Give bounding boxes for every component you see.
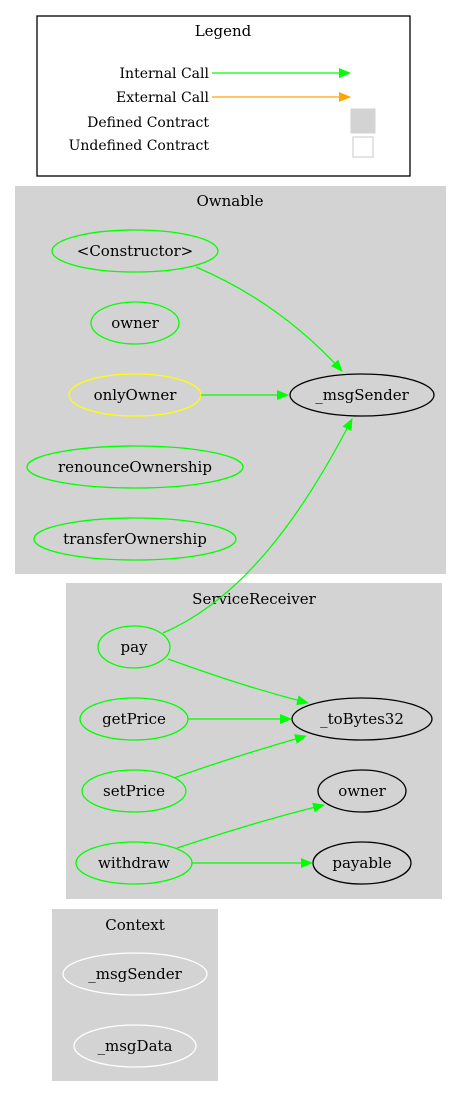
legend-internal-call-label: Internal Call [120,66,210,82]
cluster-ownable-title: Ownable [196,192,263,210]
node-service-receiver-withdraw-label: withdraw [98,854,170,872]
node-service-receiver-get-price-label: getPrice [102,710,166,728]
node-ownable-msg-sender-label: _msgSender [315,386,409,404]
cluster-context-title: Context [105,916,165,934]
cluster-service-receiver-box [66,583,442,899]
edge-set-price-to-to-bytes32 [173,734,307,779]
legend: Legend Internal Call External Call Defin… [36,15,411,177]
cluster-context: Context _msgSender _msgData [52,909,218,1081]
edge-withdraw-to-owner [176,802,325,849]
node-service-receiver-to-bytes32-label: _toBytes32 [320,710,404,728]
legend-title: Legend [195,22,252,40]
node-ownable-renounce-ownership-label: renounceOwnership [58,458,212,476]
legend-defined-contract-label: Defined Contract [87,115,209,131]
node-service-receiver-owner-label: owner [338,782,386,800]
cluster-ownable: Ownable <Constructor> owner onlyOwner re… [15,186,446,574]
edge-pay-to-msg-sender [162,418,353,634]
node-ownable-owner [90,301,180,345]
node-ownable-transfer-ownership [33,517,237,561]
legend-defined-contract-swatch [350,108,376,134]
node-ownable-renounce-ownership [26,445,244,489]
node-ownable-constructor [51,229,219,273]
node-context-msg-sender [62,952,208,996]
legend-undefined-contract-label: Undefined Contract [69,138,210,154]
node-service-receiver-payable-label: payable [332,854,391,872]
edge-pay-to-to-bytes32 [167,658,309,706]
node-service-receiver-pay-label: pay [120,638,148,656]
node-ownable-constructor-label: <Constructor> [77,242,194,260]
node-service-receiver-set-price-label: setPrice [103,782,165,800]
node-service-receiver-pay [97,625,171,669]
cluster-service-receiver: ServiceReceiver pay getPrice setPrice wi… [66,583,442,899]
node-ownable-transfer-ownership-label: transferOwnership [63,530,207,548]
legend-undefined-contract-swatch [352,136,374,158]
node-ownable-only-owner-label: onlyOwner [94,386,178,404]
node-context-msg-data [73,1024,197,1068]
node-service-receiver-set-price [81,769,187,813]
edge-constructor-to-msg-sender [195,266,343,372]
node-context-msg-data-label: _msgData [98,1037,173,1055]
node-context-msg-sender-label: _msgSender [88,965,182,983]
node-ownable-owner-label: owner [111,314,159,332]
legend-external-call-label: External Call [116,90,210,106]
node-ownable-msg-sender [289,373,435,417]
node-service-receiver-payable [312,841,412,885]
edges [162,266,353,868]
node-service-receiver-to-bytes32 [291,697,433,741]
node-service-receiver-owner [317,769,407,813]
